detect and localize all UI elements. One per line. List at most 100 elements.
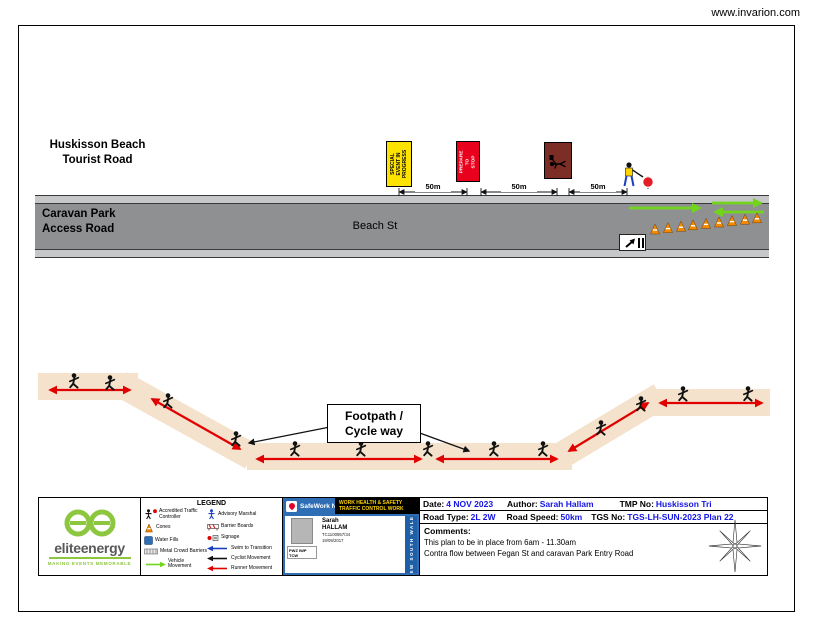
road-label-tourist: Huskisson Beach Tourist Road <box>30 138 165 168</box>
legend-item-label: Cones <box>156 524 171 531</box>
metal-crowd-barrier-icon <box>144 548 158 555</box>
legend-item: Barrier Boards <box>207 523 280 531</box>
road-label-caravan-line2: Access Road <box>42 222 115 235</box>
advisory-marshal-icon <box>208 509 215 520</box>
cone-icon <box>145 523 153 533</box>
footpath-segment-right <box>650 389 770 416</box>
prepare-to-stop-sign-text: PREPARE TO STOP <box>459 144 476 180</box>
plan-details-box: Date: 4 NOV 2023 Author: Sarah Hallam TM… <box>419 497 768 576</box>
road-type-label: Road Type: <box>423 512 469 522</box>
brand-rule <box>48 557 131 559</box>
legend-item-label: Accredited Traffic Controller <box>159 508 198 520</box>
tgs-no-value: TGS-LH-SUN-2023 Plan 22 <box>627 512 734 522</box>
details-row-2: Road Type: 2L 2W Road Speed: 50km TGS No… <box>420 511 767 524</box>
barrier-board-icon <box>207 524 219 531</box>
vehicle-movement-arrow-icon <box>146 561 166 567</box>
special-event-sign-text: SPECIAL EVENT IN PROGRESS <box>390 143 408 185</box>
legend-item: Cones <box>144 523 207 533</box>
legend-item-label: Swim to Transition <box>231 544 272 551</box>
author-value: Sarah Hallam <box>539 499 594 509</box>
road-label-caravan: Caravan Park Access Road <box>42 207 116 237</box>
footpath-segment-middle <box>247 443 572 470</box>
legend-item-label: Runner Movement <box>231 564 273 571</box>
details-row-1: Date: 4 NOV 2023 Author: Sarah Hallam TM… <box>420 498 767 511</box>
legend-item-label: Metal Crowd Barriers <box>160 548 207 555</box>
card-agency-name: SafeWork NSW <box>300 502 347 510</box>
legend-left-column: Accredited Traffic Controller Cones Wate… <box>144 509 207 572</box>
legend-item: Cyclist Movement <box>207 555 280 562</box>
legend-title: LEGEND <box>196 500 227 507</box>
date-label: Date: <box>423 499 445 509</box>
prepare-to-stop-sign: PREPARE TO STOP <box>456 141 480 182</box>
compass-rose <box>708 519 762 573</box>
card-side-strip: NEW SOUTH WALES <box>405 516 417 573</box>
tgs-no-label: TGS No: <box>591 512 626 522</box>
card-number: TC1100957/34 <box>322 531 351 537</box>
road-label-tourist-line1: Huskisson Beach <box>49 139 146 151</box>
footpath-callout-line1: Footpath / <box>345 408 403 423</box>
street-name-label: Beach St <box>352 220 398 232</box>
traffic-controller-symbol-sign <box>544 142 572 179</box>
road-speed-label: Road Speed: <box>506 512 559 522</box>
merge-arrow-icon <box>624 237 644 248</box>
card-details-panel: Sarah HALLAM TC1100957/34 19/09/2017 <box>319 516 405 573</box>
traffic-control-card: SafeWork NSW WORK HEALTH & SAFETY TRAFFI… <box>282 497 420 576</box>
date-value: 4 NOV 2023 <box>446 499 494 509</box>
swim-transition-arrow-icon <box>207 545 227 552</box>
tmp-no-label: TMP No: <box>619 499 654 509</box>
beach-st-road <box>35 195 769 258</box>
footpath-callout-line2: Cycle way <box>344 423 404 438</box>
comments-section: Comments: This plan to be in place from … <box>420 524 767 560</box>
author-label: Author: <box>507 499 538 509</box>
card-title-band: WORK HEALTH & SAFETY TRAFFIC CONTROL WOR… <box>335 498 419 514</box>
road-label-tourist-line2: Tourist Road <box>62 153 133 166</box>
legend-box: LEGEND Accredited Traffic Controller <box>140 497 283 576</box>
plan-border-frame <box>18 25 795 612</box>
brand-tagline: MAKING EVENTS MEMORABLE <box>47 561 132 566</box>
brand-name: eliteenergy <box>54 540 125 556</box>
signage-icon <box>207 535 219 541</box>
legend-right-column: Advisory Marshal Barrier Boards <box>207 509 280 572</box>
watermark-url: www.invarion.com <box>711 7 800 19</box>
road-verge-bottom <box>35 249 769 257</box>
nsw-government-logo <box>286 500 297 512</box>
legend-item: Vehicle Movement <box>144 558 207 570</box>
legend-item: Swim to Transition <box>207 545 280 552</box>
special-event-sign: SPECIAL EVENT IN PROGRESS <box>386 141 412 187</box>
lane-merge-sign <box>619 234 646 251</box>
legend-item-label: Vehicle Movement <box>168 558 192 570</box>
elite-energy-rings-icon <box>64 509 115 537</box>
card-side-text: NEW SOUTH WALES <box>408 516 414 573</box>
water-fill-icon <box>144 536 153 545</box>
distance-label-2: 50m <box>501 182 537 192</box>
comment-line-2: Contra flow between Fegan St and caravan… <box>424 549 634 558</box>
footpath-callout: Footpath / Cycle way <box>327 404 421 443</box>
card-photo-panel: PWZ IWP TCW <box>285 516 319 573</box>
road-type-value: 2L 2W <box>470 512 496 522</box>
card-classes: PWZ IWP TCW <box>287 546 317 559</box>
sign-text-line: STOP <box>470 155 476 168</box>
legend-item: Water Fills <box>144 536 207 545</box>
legend-item: Accredited Traffic Controller <box>144 509 207 520</box>
legend-item-label: Barrier Boards <box>221 523 254 530</box>
cyclist-movement-arrow-icon <box>207 555 227 562</box>
card-title-line2: TRAFFIC CONTROL WORK <box>339 506 404 512</box>
legend-item-label: Signage <box>221 534 240 541</box>
runner-movement-arrow-icon <box>207 565 227 572</box>
legend-item: Runner Movement <box>207 565 280 572</box>
legend-item-label: Advisory Marshal <box>218 510 257 517</box>
distance-label-3: 50m <box>580 182 616 192</box>
legend-item: Metal Crowd Barriers <box>144 548 207 556</box>
sign-text-line: PROGRESS <box>402 149 408 179</box>
card-issue-date: 19/09/2017 <box>322 538 344 544</box>
elite-energy-logo-box: eliteenergy MAKING EVENTS MEMORABLE <box>38 497 141 576</box>
waratah-icon <box>287 501 296 511</box>
card-photo <box>291 518 313 544</box>
comment-line-1: This plan to be in place from 6am - 11.3… <box>424 538 576 547</box>
card-title-line1: WORK HEALTH & SAFETY <box>339 499 403 506</box>
card-holder-last-name: HALLAM <box>322 524 348 531</box>
legend-item: Advisory Marshal <box>207 509 280 520</box>
accredited-traffic-controller-icon <box>145 509 157 520</box>
legend-item: Signage <box>207 534 280 542</box>
